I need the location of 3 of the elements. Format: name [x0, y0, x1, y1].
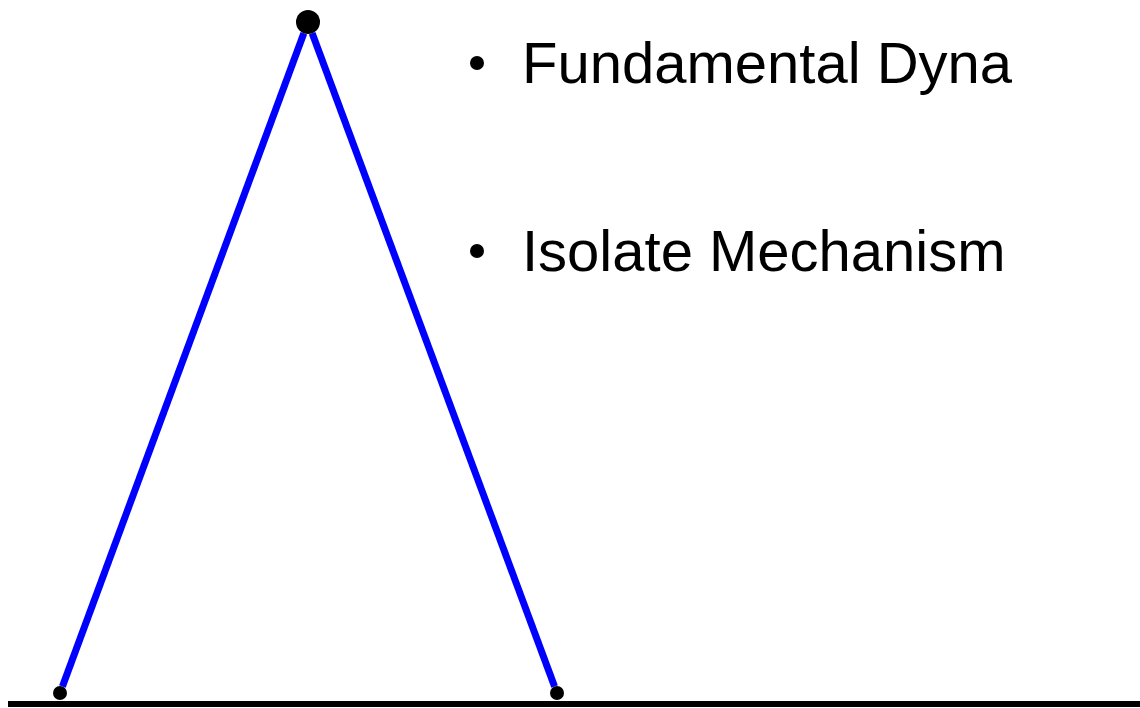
line [59, 32, 308, 688]
bullet-text: Isolate Mechanism [522, 222, 1006, 280]
line [308, 32, 558, 688]
